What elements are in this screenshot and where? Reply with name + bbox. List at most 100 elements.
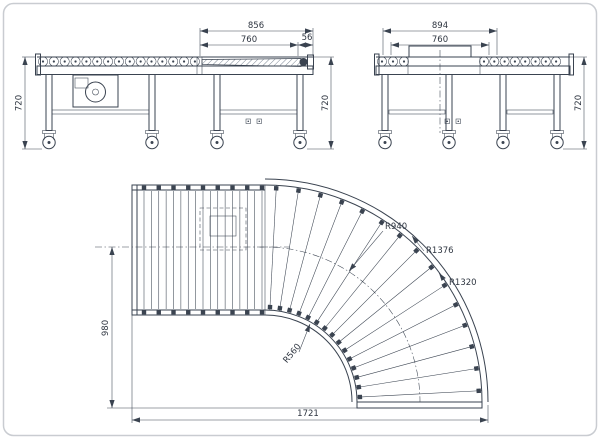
caster-hub xyxy=(447,141,451,144)
roller xyxy=(190,56,200,67)
roller-axle xyxy=(96,60,99,63)
curve-roller xyxy=(322,233,402,331)
roller xyxy=(157,56,168,67)
curve-roller xyxy=(336,265,434,345)
curve-roller xyxy=(288,192,322,314)
anchor-mark xyxy=(245,118,251,124)
dim-720-mid-label: 720 xyxy=(321,95,331,111)
bearing-block xyxy=(230,185,235,190)
roller-axle xyxy=(493,60,496,63)
caster-hub xyxy=(47,141,51,144)
bearing-block xyxy=(186,310,191,315)
caster-wheel xyxy=(496,135,510,150)
bearing-block xyxy=(141,310,147,315)
roller xyxy=(59,56,70,67)
bearing-block xyxy=(230,310,235,315)
bearing-block xyxy=(295,188,302,194)
caster-hub xyxy=(215,141,219,144)
dim-856-label: 856 xyxy=(248,21,264,31)
roller-axle xyxy=(107,60,110,63)
curve-rail-arc xyxy=(264,309,358,403)
plan-view-curved-conveyor: R940 R1376 R1320 R560 980 1721 xyxy=(95,178,489,423)
caster-hub xyxy=(383,141,387,144)
caster-plate xyxy=(210,130,224,134)
roller-axle xyxy=(391,60,395,63)
roller xyxy=(146,56,157,67)
curve-roller xyxy=(346,303,459,361)
roller xyxy=(48,56,59,67)
bearing-block xyxy=(356,384,362,390)
curve-roller xyxy=(342,283,448,353)
roller xyxy=(124,56,135,67)
roller-axle xyxy=(380,60,384,63)
dim-720-left-label: 720 xyxy=(15,95,25,111)
roller xyxy=(399,56,409,67)
bearing-block xyxy=(259,185,265,190)
curve-roller xyxy=(356,390,482,398)
curve-roller xyxy=(306,208,364,321)
roller xyxy=(103,56,113,67)
exit-end-bar xyxy=(356,401,483,409)
drive-unit-outline xyxy=(199,207,247,251)
roller-axle xyxy=(193,60,196,63)
end-pulley xyxy=(299,58,308,66)
curve-roller xyxy=(297,199,344,317)
curve-roller xyxy=(350,323,468,370)
drive-housing xyxy=(72,74,119,108)
bearing-block xyxy=(473,365,479,372)
cross-rail xyxy=(51,109,150,115)
curve-rail-arc xyxy=(264,314,353,403)
caster-plate xyxy=(293,130,307,134)
bearing-block xyxy=(200,185,206,190)
bearing-block xyxy=(317,192,324,198)
roller xyxy=(479,56,489,67)
bearing-block xyxy=(441,282,448,289)
anchor-dot xyxy=(446,120,449,123)
dim-894-label: 894 xyxy=(432,21,448,31)
leader-line xyxy=(438,272,448,285)
end-bracket xyxy=(307,54,314,70)
bearing-block xyxy=(338,199,345,206)
entry-end-bar xyxy=(131,184,138,316)
roller-axle xyxy=(74,60,77,63)
caster-wheel xyxy=(293,135,307,150)
curve-roller xyxy=(353,345,475,379)
caster-hub xyxy=(555,141,559,144)
dim-760-label: 760 xyxy=(241,35,257,45)
bearing-block xyxy=(259,310,265,315)
caster-hub xyxy=(298,141,302,144)
curve-rail-arc xyxy=(264,184,483,403)
bearing-block xyxy=(277,305,283,311)
motor-shaft xyxy=(92,88,99,96)
roller xyxy=(70,56,81,67)
end-plate xyxy=(374,53,380,76)
roller xyxy=(489,56,500,67)
cross-rail xyxy=(388,109,446,115)
roller xyxy=(377,56,387,67)
curve-roller xyxy=(269,185,277,311)
bearing-block xyxy=(141,185,147,190)
bearing-block xyxy=(335,339,342,346)
caster-wheel xyxy=(42,135,56,150)
curve-roller xyxy=(329,248,419,338)
roller xyxy=(499,56,510,67)
caster-hub xyxy=(150,141,154,144)
roller xyxy=(510,56,520,67)
bearing-block xyxy=(346,355,353,362)
dim-760b-label: 760 xyxy=(432,35,448,45)
roller-axle xyxy=(182,60,186,63)
bearing-block xyxy=(357,394,363,400)
bearing-block xyxy=(171,310,176,315)
motor xyxy=(85,81,106,103)
bearing-block xyxy=(354,374,360,381)
leader-line xyxy=(348,230,384,272)
roller xyxy=(540,56,551,67)
caster-plate xyxy=(145,130,159,134)
caster-plate xyxy=(496,130,510,134)
bearing-block xyxy=(245,310,250,315)
roller xyxy=(168,56,179,67)
roller xyxy=(179,56,189,67)
